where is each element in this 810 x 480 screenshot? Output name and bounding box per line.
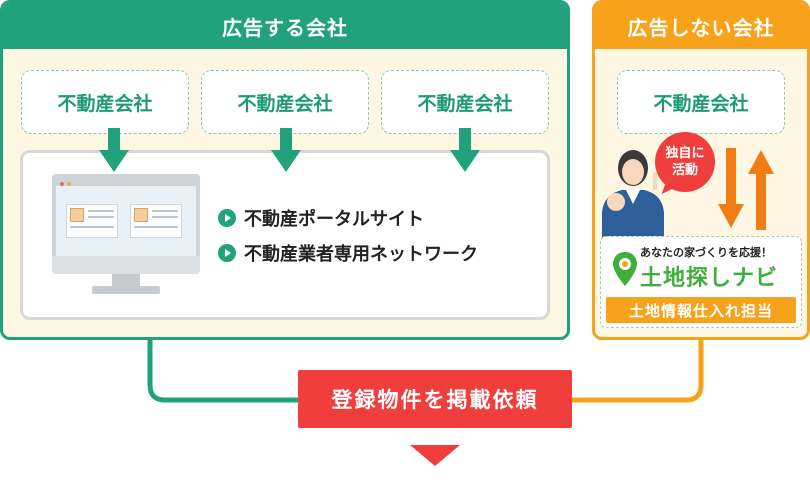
speech-bubble: 独自に 活動 bbox=[655, 132, 715, 192]
down-arrow-icon bbox=[99, 128, 129, 172]
portal-item-1: 不動産ポータルサイト bbox=[218, 203, 424, 233]
advertising-title: 広告する会社 bbox=[3, 3, 567, 49]
company-box-2: 不動産会社 bbox=[201, 70, 369, 134]
exchange-arrows-icon bbox=[718, 148, 774, 230]
listing-request-box: 登録物件を掲載依頼 bbox=[298, 370, 572, 428]
location-pin-icon bbox=[613, 252, 637, 286]
green-connector bbox=[147, 340, 298, 403]
play-circle-icon bbox=[218, 209, 236, 227]
company-box-3: 不動産会社 bbox=[381, 70, 549, 134]
person-icon bbox=[602, 150, 664, 238]
down-triangle bbox=[410, 445, 460, 466]
navi-tagline: あなたの家づくりを応援！ bbox=[640, 246, 772, 259]
navi-department: 土地情報仕入れ担当 bbox=[606, 297, 796, 323]
company-box-right: 不動産会社 bbox=[617, 70, 785, 134]
orange-connector bbox=[572, 340, 704, 403]
window-dot bbox=[67, 182, 71, 186]
down-arrow-icon bbox=[450, 128, 480, 172]
non-advertising-title: 広告しない会社 bbox=[595, 3, 807, 49]
down-arrow-icon bbox=[271, 128, 301, 172]
portal-item-2: 不動産業者専用ネットワーク bbox=[218, 238, 478, 268]
play-circle-icon bbox=[218, 244, 236, 262]
listing-thumb bbox=[70, 208, 84, 222]
listing-thumb bbox=[134, 208, 148, 222]
navi-logo: 土地探しナビ bbox=[640, 266, 779, 291]
company-box-1: 不動産会社 bbox=[21, 70, 189, 134]
window-dot bbox=[60, 182, 64, 186]
